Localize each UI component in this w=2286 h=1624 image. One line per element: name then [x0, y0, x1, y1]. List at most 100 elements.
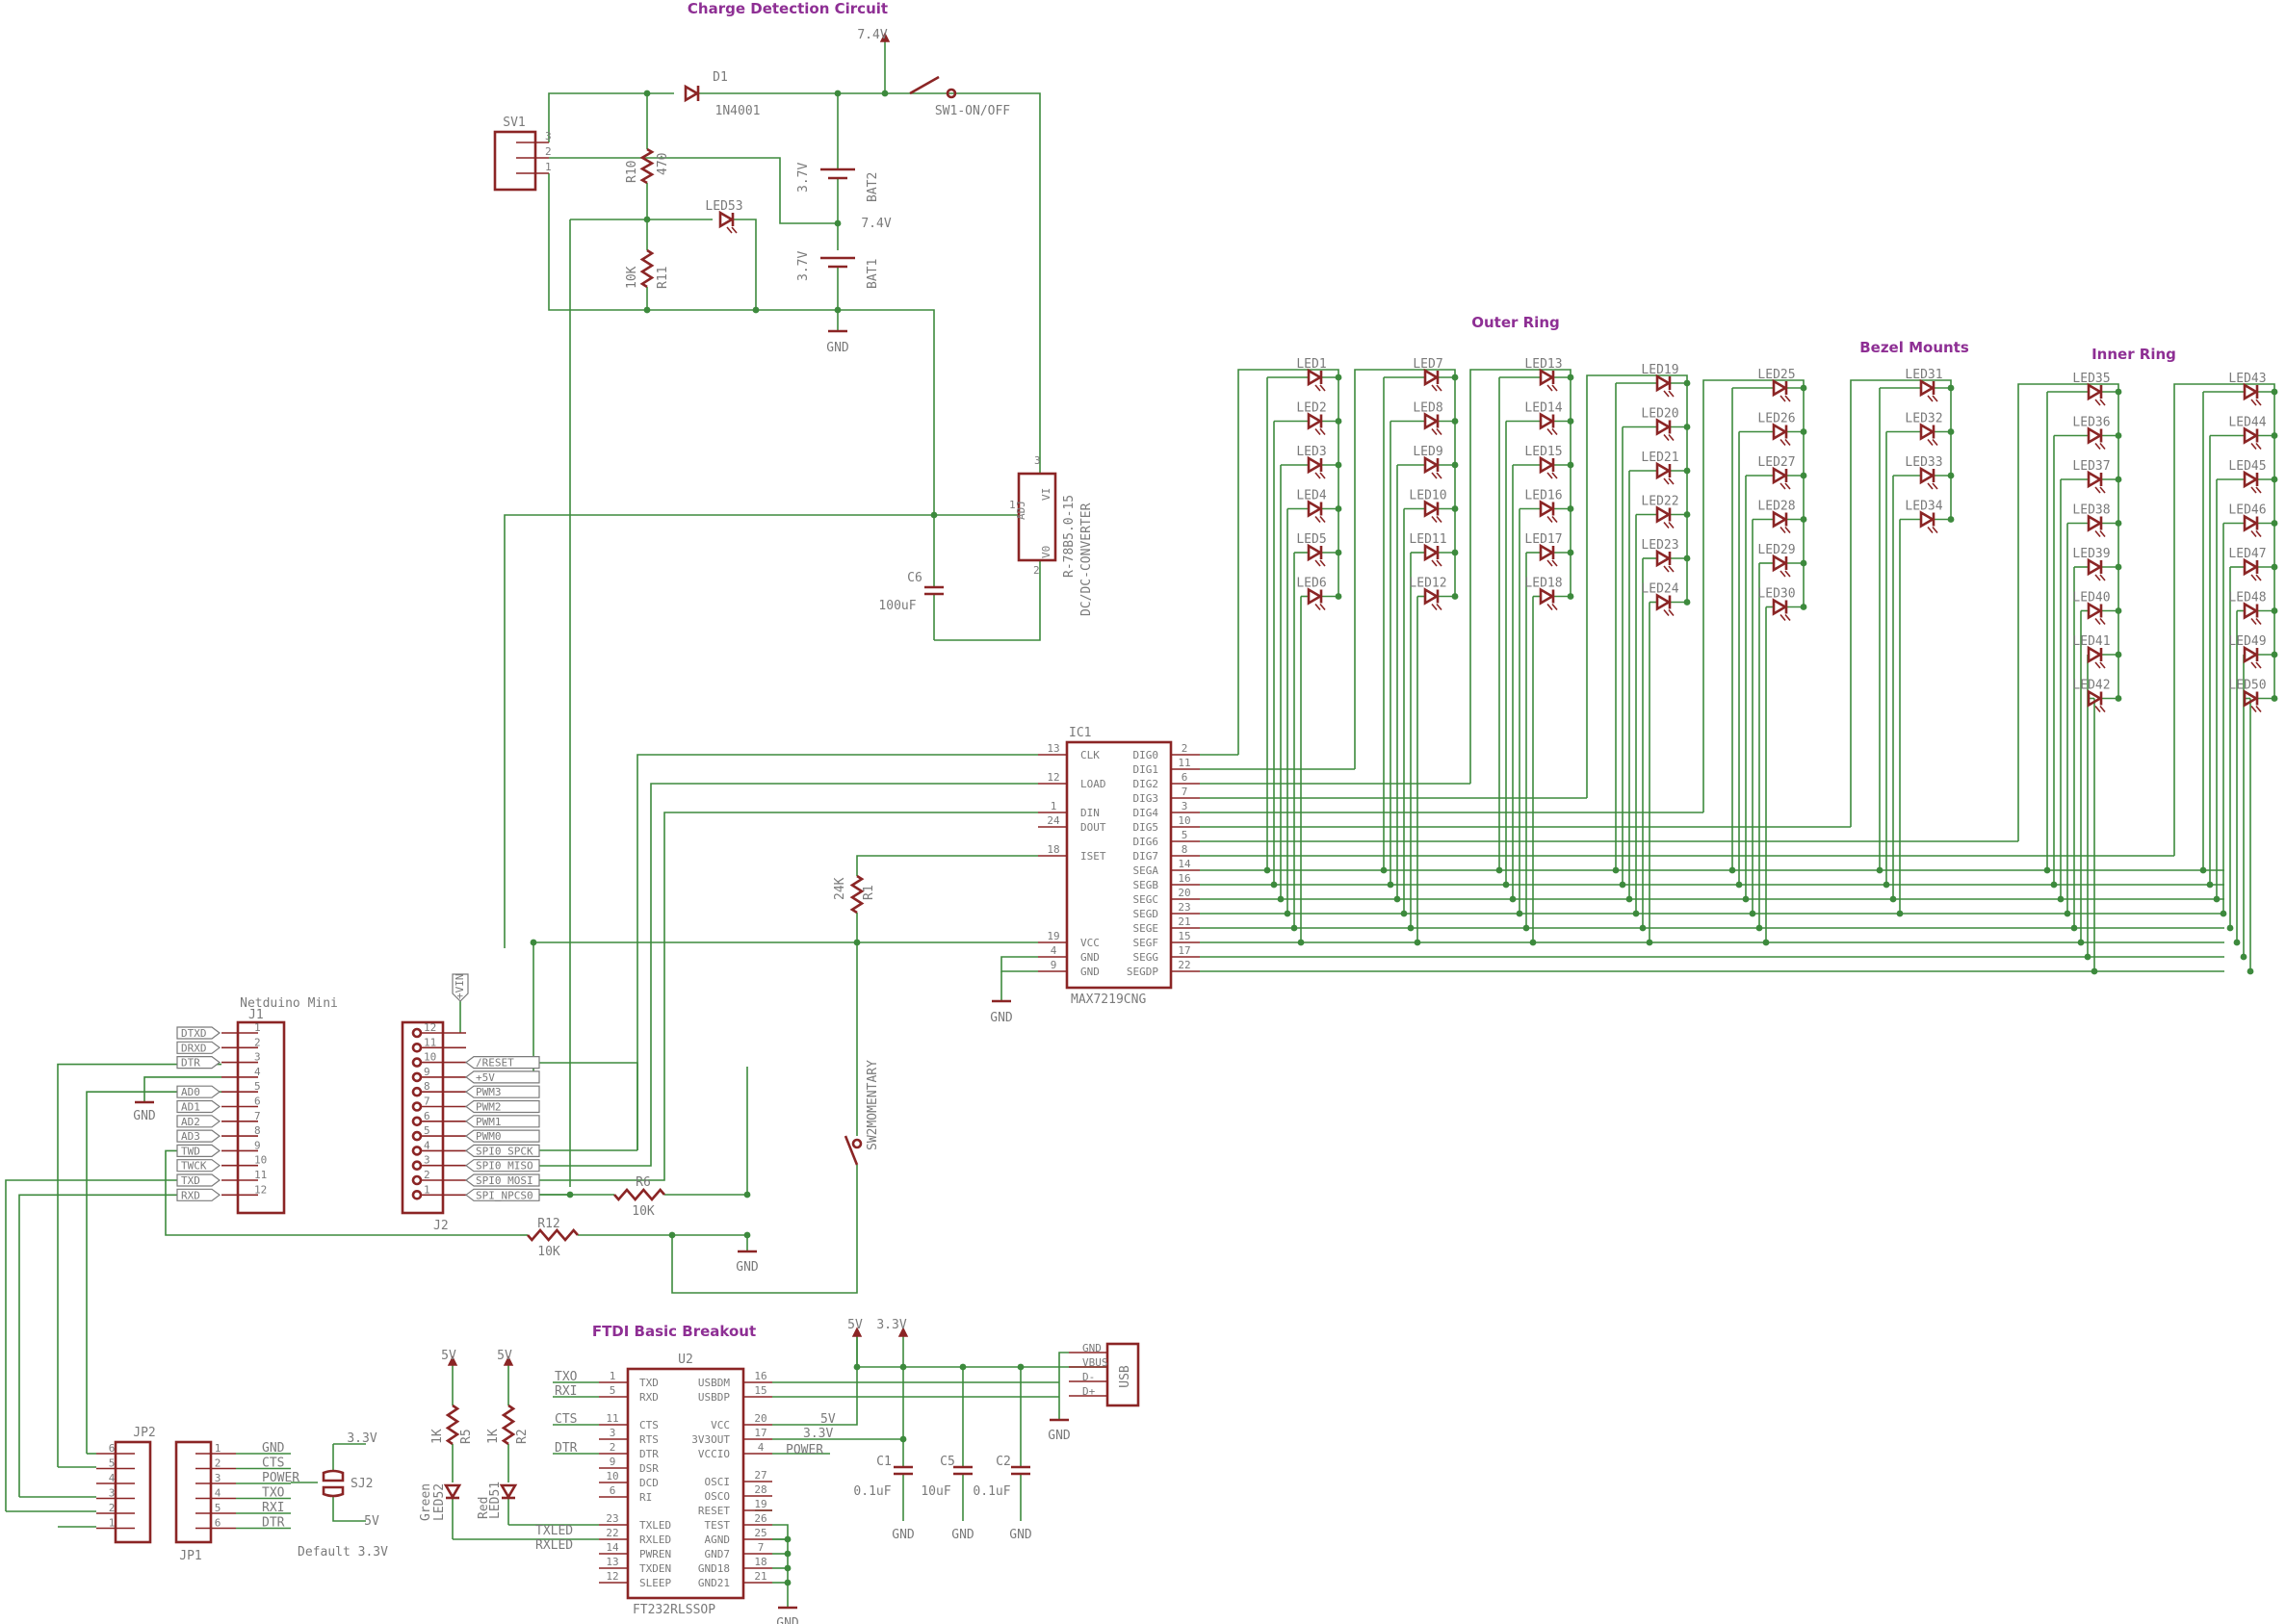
led-symbol-17 [1539, 500, 1555, 518]
j2-net-label-4: PWM2 [476, 1101, 502, 1114]
ftdi-33v-net: 3.3V [803, 1427, 833, 1441]
led-ray-25 [1431, 603, 1438, 611]
u2-pin-label-19: OSCI [705, 1476, 731, 1488]
jp2-label: JP2 [133, 1426, 155, 1440]
j2-label: J2 [433, 1219, 449, 1233]
j1-net-flag-6 [176, 1115, 221, 1128]
ic1-pin-num-14: 10 [1178, 814, 1190, 827]
wire-121 [1702, 379, 1805, 812]
led-label-22: LED22 [1641, 495, 1678, 509]
led-label-40: LED40 [2072, 591, 2110, 606]
ic1-pin-label-4: DOUT [1080, 821, 1106, 834]
ic1-pin-num-13: 3 [1182, 800, 1188, 812]
led-ray-50 [1668, 608, 1675, 617]
ic1-pin-num-17: 14 [1178, 858, 1191, 870]
junction-dot-114 [743, 1231, 751, 1239]
wire-18 [504, 514, 1019, 948]
jp2-pin-number-6: 1 [109, 1517, 116, 1530]
led-label-36: LED36 [2072, 416, 2110, 430]
u2-pin-num-21: 19 [754, 1498, 766, 1510]
ic1-pin-num: 13 [1047, 742, 1059, 755]
j2-net-flag-9 [465, 1173, 540, 1187]
u2-pin-label-17: 3V3OUT [691, 1433, 730, 1446]
led-ray-64 [1932, 395, 1938, 402]
power-arrow-2 [851, 1327, 863, 1337]
junction-dot-115 [743, 1191, 751, 1199]
u2-pin-num-18: 4 [758, 1441, 765, 1454]
led-ray-92 [2255, 486, 2262, 494]
u2-pin-num-4: 3 [610, 1427, 616, 1439]
c1-value: 0.1uF [853, 1484, 891, 1499]
ic1-pin-label-21: SEGE [1133, 922, 1159, 935]
bat2-voltage: 3.7V [796, 163, 811, 193]
usb-label: USB [1118, 1365, 1132, 1388]
j1-pin-number: 1 [254, 1021, 261, 1034]
j1-net-label-3: DTR [181, 1057, 200, 1070]
led-ray-36 [1551, 559, 1558, 567]
sw1-contact [946, 88, 957, 99]
led-ray-33 [1546, 515, 1553, 524]
led-ray-94 [2255, 529, 2262, 538]
led-ray-38 [1551, 603, 1558, 611]
led-symbol-49 [2243, 602, 2259, 620]
gnd-bat: GND [826, 341, 849, 355]
led-ray-28 [1551, 384, 1558, 392]
j1-pin-number-7: 7 [254, 1110, 261, 1122]
led-symbol-44 [2243, 382, 2259, 401]
ic1-pin-num-22: 15 [1178, 930, 1190, 942]
j2-net-flag-6 [465, 1129, 540, 1143]
led-ray-15 [1431, 384, 1438, 392]
title-bezel-mounts: Bezel Mounts [1859, 339, 1969, 356]
junction-dot-8 [834, 306, 842, 314]
jp1-net-label: GND [262, 1441, 285, 1456]
gnd-c2: GND [1009, 1528, 1032, 1542]
j2-pin-number: 12 [424, 1021, 436, 1034]
jp1-pin-number-2: 2 [215, 1457, 221, 1470]
led-ray-77 [2094, 529, 2101, 538]
led-label-25: LED25 [1757, 368, 1795, 382]
led-ray-2 [731, 226, 738, 234]
led-ray-17 [1431, 427, 1438, 436]
sj2-pad-2 [322, 1485, 345, 1498]
j1-net-label-2: DRXD [181, 1042, 207, 1054]
led-symbol-11 [1423, 500, 1440, 518]
u2-pin-label-2: RXD [639, 1391, 659, 1404]
led-symbol-4 [1307, 455, 1323, 475]
j2-net-flag-10 [465, 1188, 540, 1201]
j1-net-flag-11 [176, 1188, 221, 1201]
led-symbol-6 [1307, 543, 1323, 562]
u2-pin-num-7: 10 [606, 1470, 618, 1482]
wire-220 [539, 1062, 638, 1150]
j2-net-label: /RESET [476, 1057, 514, 1070]
wire-6 [549, 157, 838, 224]
c6-label: C6 [907, 571, 922, 585]
ic1-pin-label-22: SEGF [1133, 937, 1159, 949]
reg-part: R-78B5.0-15 [1062, 495, 1077, 578]
u2-pin-label-25: GND18 [698, 1562, 730, 1575]
j2-net-label-6: PWM0 [476, 1130, 502, 1143]
u2-pin-label-4: RTS [639, 1433, 659, 1446]
led-symbol-53 [499, 1483, 518, 1500]
wire-215 [57, 1063, 221, 1467]
j1-pin-number-2: 2 [254, 1036, 261, 1048]
led-ray-59 [1779, 570, 1786, 578]
u2-label: U2 [678, 1353, 693, 1367]
led-ray-21 [1431, 515, 1438, 524]
led52-label: LED52 [432, 1483, 447, 1521]
u2-pin-num-25: 18 [754, 1556, 766, 1568]
j2-pin-pad-6 [411, 1101, 423, 1112]
j2-pin-number-6: 7 [424, 1096, 430, 1108]
led-ray-54 [1784, 438, 1791, 447]
led-ray-72 [2099, 399, 2106, 406]
led-label-29: LED29 [1757, 543, 1795, 557]
power-5v-ftdi: 5V [847, 1318, 863, 1332]
led-symbol-9 [1423, 412, 1440, 430]
j1-label: J1 [248, 1008, 264, 1022]
led-ray-22 [1436, 515, 1442, 524]
ic1-pin-num-12: 7 [1182, 786, 1188, 798]
led-ray-102 [2255, 705, 2262, 713]
wire-217 [5, 1179, 177, 1511]
wire-231 [578, 1234, 748, 1251]
usb-pin-label-2: VBUS [1082, 1356, 1108, 1369]
led-label-14: LED14 [1524, 401, 1562, 416]
